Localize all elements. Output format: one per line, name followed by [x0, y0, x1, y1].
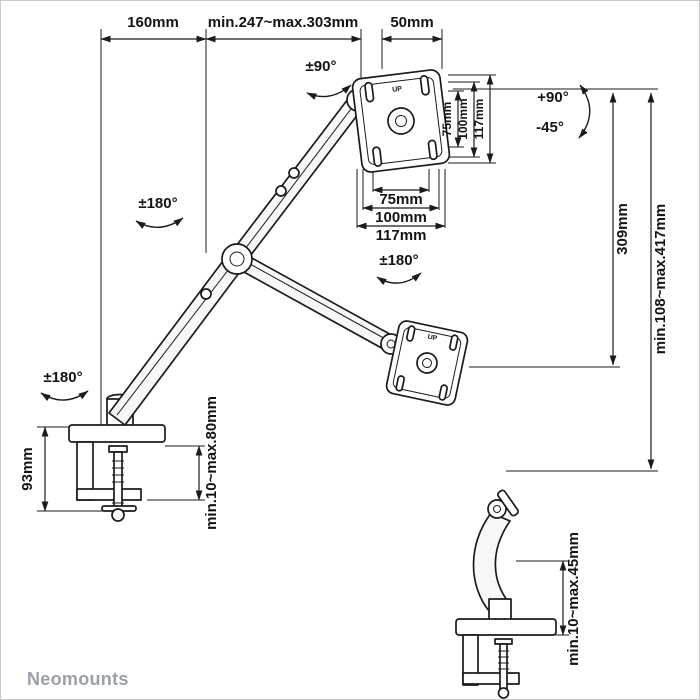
head-roll-arrow — [306, 84, 352, 100]
folded-arm-drawing — [455, 489, 557, 699]
angle-head-roll: ±90° — [306, 58, 337, 75]
dim-160mm: 160mm — [127, 14, 179, 31]
dim-vesa-v-75: 75mm — [440, 102, 454, 137]
angle-base-swivel: ±180° — [43, 369, 82, 386]
brand-logo: Neomounts — [27, 669, 129, 689]
dim-height-range: min.108~max.417mm — [652, 204, 669, 355]
angle-tilt-up: +90° — [537, 89, 568, 106]
cable-clip — [275, 185, 287, 197]
base-swivel-arrow — [40, 390, 89, 402]
angle-tilt-down: -45° — [536, 119, 564, 136]
dim-depth-range: min.247~max.303mm — [208, 14, 359, 31]
dimension-lines — [37, 29, 658, 636]
dim-vesa-h-75: 75mm — [379, 191, 422, 208]
desk-clamp — [68, 393, 166, 522]
dim-93mm: 93mm — [19, 447, 36, 490]
vesa-rotate-arrow — [376, 272, 422, 285]
elbow-joint — [221, 243, 253, 275]
clamp-knob — [111, 508, 125, 522]
dim-309mm: 309mm — [614, 203, 631, 255]
vesa-up-label-lower: UP — [427, 334, 438, 343]
dim-vesa-v-100: 100mm — [456, 98, 470, 139]
vesa-plate-top: UP — [351, 69, 451, 173]
vesa-up-label-top: UP — [392, 86, 403, 94]
dimension-labels: 160mm min.247~max.303mm 50mm ±90° 75mm 1… — [19, 14, 669, 666]
dim-vesa-h-100: 100mm — [375, 209, 427, 226]
dim-clamp-range-small: min.10~max.45mm — [565, 532, 582, 666]
cable-clip — [288, 167, 300, 179]
angle-elbow-swivel: ±180° — [138, 195, 177, 212]
angle-arrows — [40, 84, 591, 402]
tilt-arrow — [578, 84, 591, 139]
vesa-plate-lower: UP — [385, 320, 469, 406]
angle-vesa-rotate: ±180° — [379, 252, 418, 269]
dim-vesa-v-117: 117mm — [472, 99, 486, 140]
elbow-swivel-arrow — [135, 217, 184, 229]
dim-clamp-range: min.10~max.80mm — [203, 396, 220, 530]
gas-spring-arm — [108, 88, 370, 426]
dim-vesa-h-117: 117mm — [376, 227, 427, 244]
cable-clip — [200, 288, 212, 300]
dim-50mm: 50mm — [390, 14, 433, 31]
clamp-knob-small — [497, 687, 510, 699]
arm-lowered-position: UP — [232, 251, 469, 406]
